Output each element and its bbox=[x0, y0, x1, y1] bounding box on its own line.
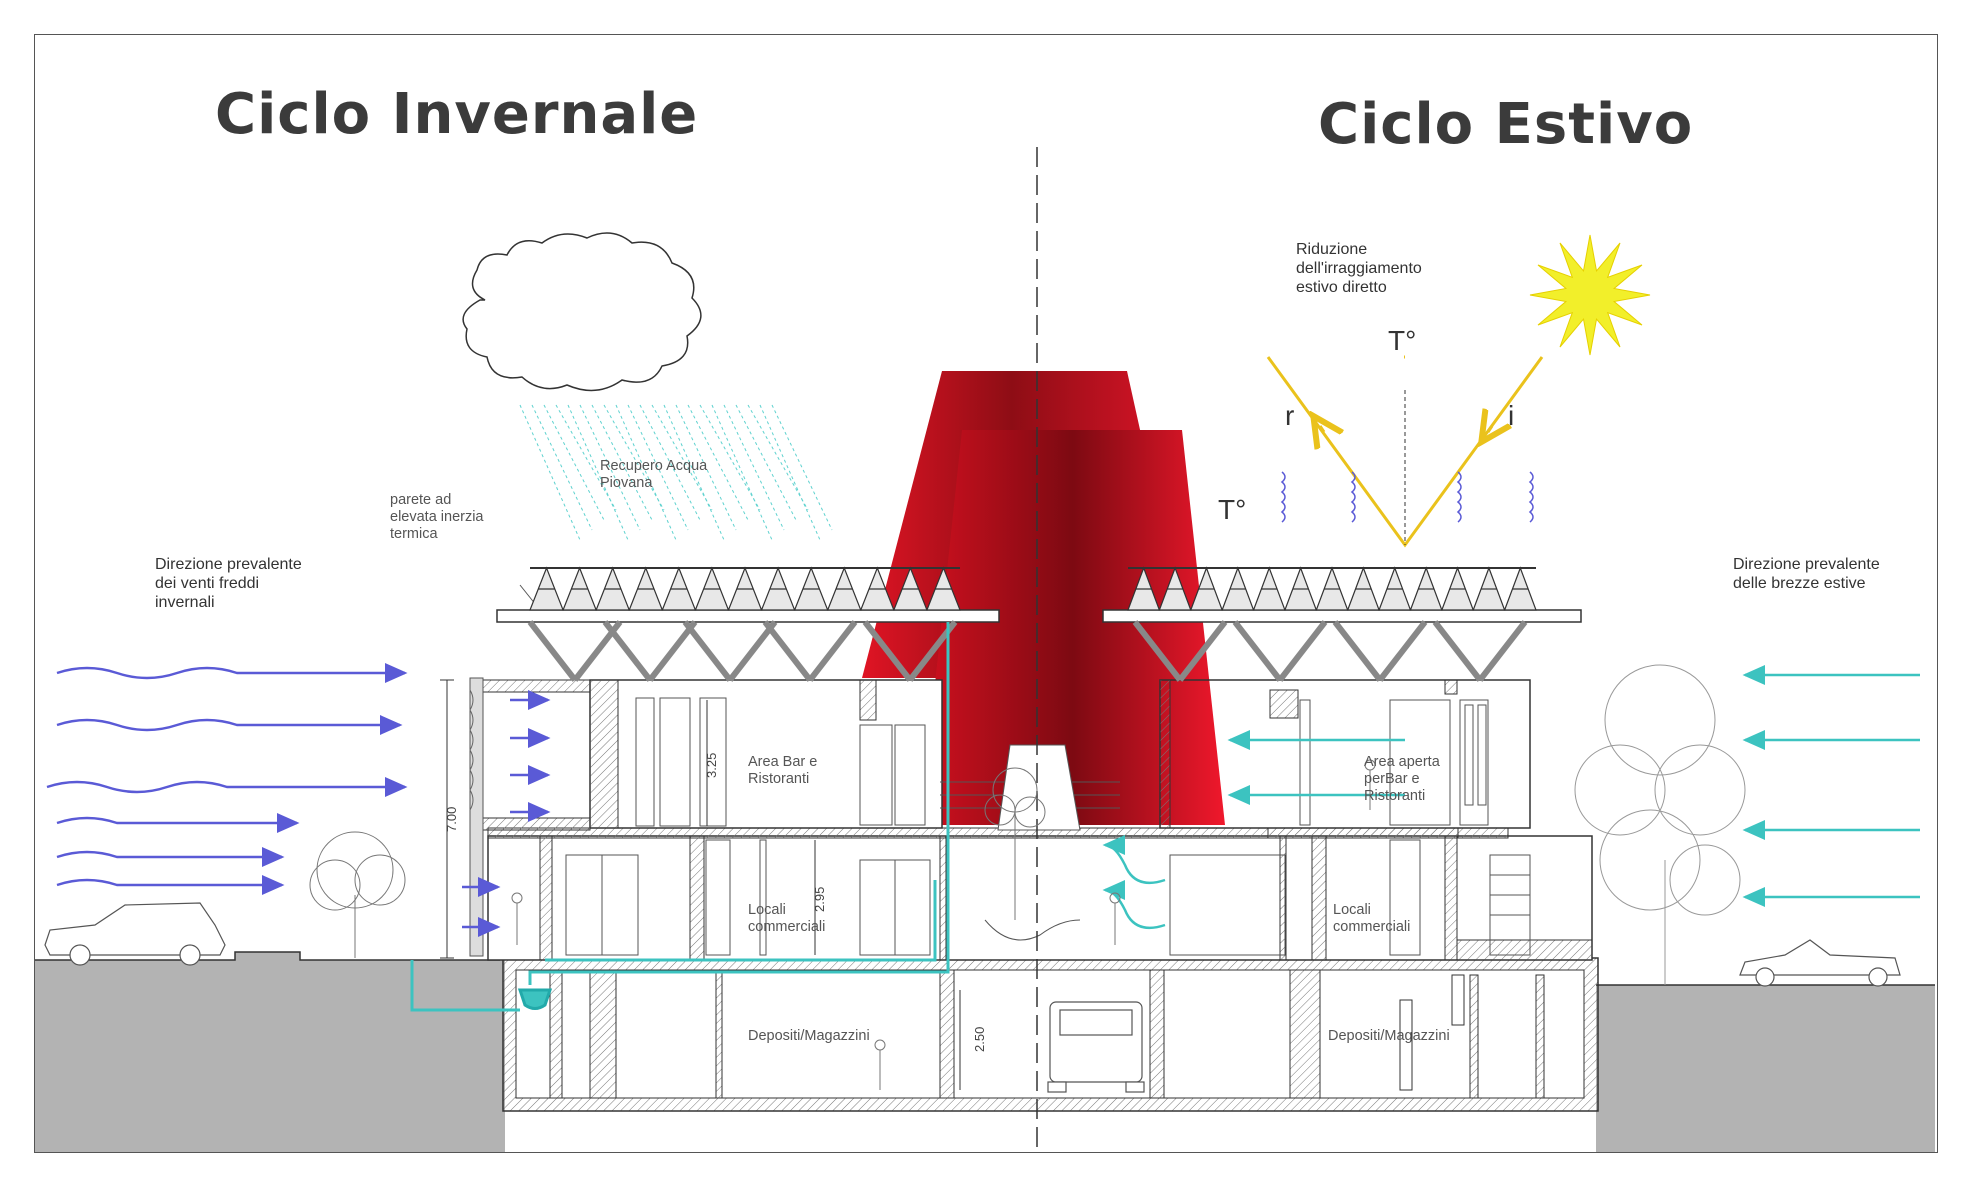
breeze-arrow bbox=[1102, 835, 1166, 885]
solar-panels bbox=[529, 566, 1537, 611]
rain-streak bbox=[723, 404, 785, 531]
label-summer-breeze: Direzione prevalente delle brezze estive bbox=[1733, 556, 1880, 592]
rain-streak bbox=[675, 404, 737, 531]
support-strut bbox=[527, 620, 578, 682]
label-storage-right: Depositi/Magazzini bbox=[1328, 1028, 1450, 1044]
support-strut bbox=[727, 620, 778, 682]
rain-streak bbox=[615, 404, 677, 541]
title-summer-cycle: Ciclo Estivo bbox=[1318, 92, 1694, 157]
title-winter-cycle: Ciclo Invernale bbox=[215, 82, 699, 147]
van bbox=[1047, 1001, 1145, 1093]
heat-wave bbox=[1280, 471, 1286, 523]
dim-floor-upper: 3.25 bbox=[704, 752, 719, 778]
label-storage-left: Depositi/Magazzini bbox=[748, 1028, 870, 1044]
thermal-wall bbox=[469, 677, 484, 957]
dim-floor-basement: 2.50 bbox=[972, 1026, 987, 1052]
support-strut bbox=[1277, 620, 1328, 682]
person-figures bbox=[511, 759, 1376, 1090]
breeze-arrow bbox=[1102, 880, 1166, 930]
roof-supports bbox=[527, 620, 1528, 682]
rain-streak bbox=[687, 404, 749, 521]
rainwater-pipe bbox=[410, 622, 950, 1012]
support-strut bbox=[762, 620, 813, 682]
drawing-frame bbox=[34, 34, 1938, 1153]
heat-wave bbox=[1528, 471, 1534, 523]
cold-wind-arrow bbox=[56, 663, 408, 683]
label-radiation-reduction: Riduzione dell'irraggiamento estivo dire… bbox=[1296, 241, 1422, 296]
rain-streak bbox=[591, 404, 653, 521]
cold-wind-arrow bbox=[56, 875, 285, 895]
support-strut bbox=[1477, 620, 1528, 682]
sun-icon bbox=[1529, 234, 1651, 356]
label-winter-wind: Direzione prevalente dei venti freddi in… bbox=[155, 556, 302, 611]
rain-streak bbox=[711, 404, 773, 541]
rain-streak bbox=[579, 404, 641, 531]
rain-streak bbox=[555, 404, 617, 511]
support-strut bbox=[1232, 620, 1283, 682]
cold-wind-arrow bbox=[56, 715, 403, 735]
rain-streak bbox=[759, 404, 821, 541]
rain bbox=[519, 404, 833, 541]
label-shops-right: Locali commerciali bbox=[1333, 902, 1411, 935]
tree-left bbox=[309, 831, 406, 958]
label-reflected: r bbox=[1285, 400, 1295, 431]
rain-streak bbox=[627, 404, 689, 531]
rain-streak bbox=[699, 404, 761, 511]
cold-wind-arrow bbox=[56, 847, 285, 867]
support-strut bbox=[1177, 620, 1228, 682]
label-temp-top: T° bbox=[1388, 325, 1417, 356]
heat-waves bbox=[1280, 471, 1534, 523]
support-strut bbox=[862, 620, 913, 682]
label-rain-recovery: Recupero Acqua Piovana bbox=[600, 458, 708, 491]
heat-wave bbox=[1350, 471, 1356, 523]
cold-wind-arrow bbox=[46, 777, 408, 797]
dim-total-height: 7.00 bbox=[444, 806, 459, 832]
rain-streak bbox=[567, 404, 629, 541]
rain-streak bbox=[663, 404, 725, 541]
rain-streak bbox=[603, 404, 665, 511]
dim-floor-middle: 2.95 bbox=[812, 886, 827, 912]
tree-right bbox=[1574, 664, 1746, 985]
label-bar-right: Area aperta perBar e Ristoranti bbox=[1364, 754, 1440, 804]
tree-atrium bbox=[984, 767, 1046, 920]
rain-streak bbox=[771, 404, 833, 531]
label-thermal-wall: parete ad elevata inerzia termica bbox=[390, 492, 484, 542]
rain-streak bbox=[747, 404, 809, 511]
solar-rays bbox=[1266, 355, 1544, 548]
label-bar-left: Area Bar e Ristoranti bbox=[748, 754, 818, 787]
dimension-lines bbox=[440, 679, 961, 1090]
cloud-icon bbox=[462, 232, 702, 392]
ground-floor bbox=[487, 827, 1593, 961]
rain-streak bbox=[639, 404, 701, 521]
car-left bbox=[44, 902, 226, 966]
car-right bbox=[1739, 939, 1901, 987]
rain-streak bbox=[735, 404, 797, 521]
rain-streak bbox=[531, 404, 593, 531]
cold-wind-arrows bbox=[46, 663, 551, 937]
cold-wind-arrow bbox=[56, 813, 300, 833]
support-strut bbox=[1432, 620, 1483, 682]
support-strut bbox=[682, 620, 733, 682]
rain-streak bbox=[543, 404, 605, 521]
support-strut bbox=[807, 620, 858, 682]
label-temp-side: T° bbox=[1218, 494, 1247, 525]
heat-wave bbox=[1456, 471, 1462, 523]
upper-floor bbox=[482, 679, 1531, 941]
support-strut bbox=[1332, 620, 1383, 682]
rain-streak bbox=[519, 404, 581, 541]
support-strut bbox=[1377, 620, 1428, 682]
label-incident: i bbox=[1508, 400, 1515, 431]
support-strut bbox=[1132, 620, 1183, 682]
support-strut bbox=[602, 620, 653, 682]
label-shops-left: Locali commerciali bbox=[748, 902, 826, 935]
ground bbox=[35, 951, 1935, 1152]
rain-streak bbox=[651, 404, 713, 511]
support-strut bbox=[647, 620, 698, 682]
breeze-arrows bbox=[1102, 665, 1920, 930]
